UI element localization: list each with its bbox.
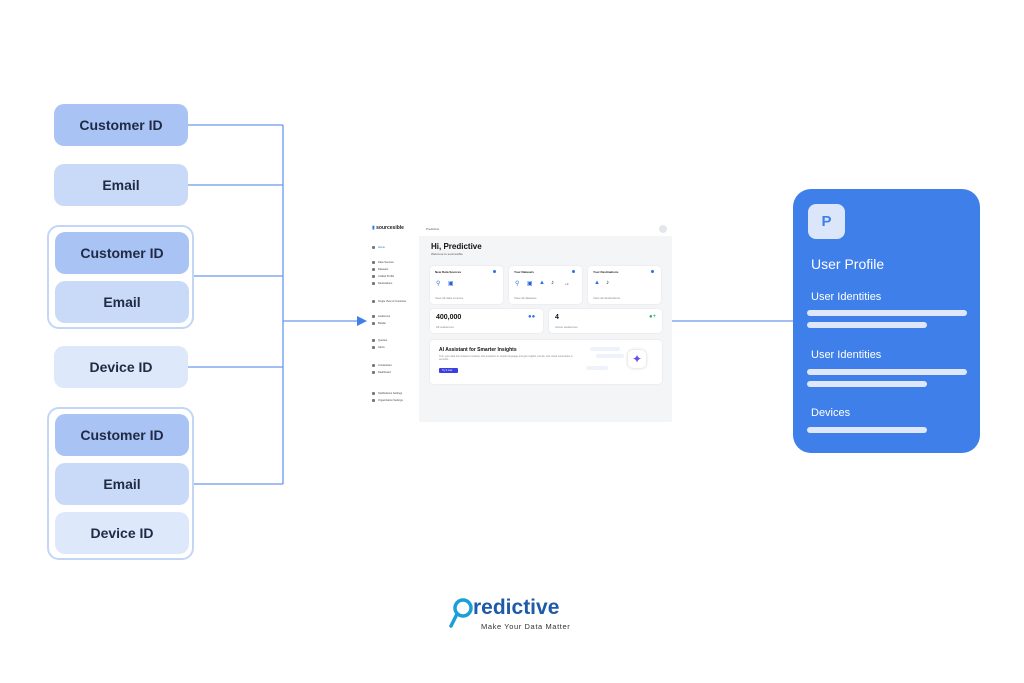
greeting-title: Hi, Predictive bbox=[431, 242, 482, 251]
nav-builder[interactable]: Builder bbox=[372, 322, 386, 325]
card-destinations[interactable]: Your Destinations ▲ ♪ View all destinati… bbox=[588, 266, 661, 304]
stat-active-audiences: 4 Active audiences ●+ bbox=[549, 309, 662, 333]
nav-queries[interactable]: Queries bbox=[372, 339, 387, 342]
try-it-label: Try it now bbox=[442, 369, 453, 372]
card-title: Your Destinations bbox=[593, 270, 619, 274]
chat-bubble-1 bbox=[590, 347, 620, 351]
placeholder-bar bbox=[807, 381, 927, 387]
brand-logo: ▮ sourcesible bbox=[372, 225, 404, 231]
nav-destinations[interactable]: Destinations bbox=[372, 282, 392, 285]
workspace-selector[interactable]: Predictive bbox=[426, 227, 440, 231]
google-ads-icon: ▲ bbox=[539, 280, 545, 286]
stat-label: All audiences bbox=[436, 325, 454, 329]
ai-desc: Turn your data into answers instantly. A… bbox=[439, 355, 573, 361]
device-id-box: Device ID bbox=[54, 346, 188, 388]
logo-tagline: Make Your Data Matter bbox=[481, 622, 571, 631]
try-it-button[interactable]: Try it now bbox=[439, 368, 458, 373]
card-link[interactable]: View all data sources bbox=[435, 296, 464, 300]
stat-value: 4 bbox=[555, 314, 559, 321]
card-datasets[interactable]: Your Datasets ⚲ ▣ ▲ ♪ +3 View all datase… bbox=[509, 266, 582, 304]
card-link[interactable]: View all destinations bbox=[593, 296, 621, 300]
facebook-icon: ▣ bbox=[527, 281, 533, 287]
nav-ai-assistant[interactable]: AI Assistant bbox=[372, 364, 392, 367]
more-count: +3 bbox=[565, 282, 569, 286]
identity-group-2: Customer ID Email Device ID bbox=[47, 407, 194, 560]
profile-avatar: P bbox=[808, 204, 845, 239]
profile-section-identities-1: User Identities bbox=[811, 291, 882, 303]
profile-section-devices: Devices bbox=[811, 407, 851, 419]
email-box: Email bbox=[54, 164, 188, 206]
nav-datasets[interactable]: Datasets bbox=[372, 268, 388, 271]
nav-dashboard[interactable]: Dashboard bbox=[372, 371, 391, 374]
app-screenshot: ▮ sourcesible Home Data Sources Datasets… bbox=[367, 222, 672, 422]
google-ads-icon: ▲ bbox=[594, 280, 600, 286]
nav-single-view[interactable]: Single View of Customer bbox=[372, 300, 406, 303]
identity-group-1: Customer ID Email bbox=[47, 225, 194, 329]
sparkle-icon: ✦ bbox=[628, 350, 646, 368]
user-add-icon: ●+ bbox=[649, 314, 657, 320]
status-dot bbox=[651, 270, 654, 273]
status-dot bbox=[572, 270, 575, 273]
ai-assistant-card: AI Assistant for Smarter Insights Turn y… bbox=[430, 340, 662, 384]
search-icon: ⚲ bbox=[515, 281, 520, 287]
group1-email-box: Email bbox=[55, 281, 189, 323]
stat-value: 400,000 bbox=[436, 314, 462, 321]
group2-email-box: Email bbox=[55, 463, 189, 505]
status-dot bbox=[493, 270, 496, 273]
nav-organization[interactable]: Organization Settings bbox=[372, 399, 403, 402]
stat-label: Active audiences bbox=[555, 325, 578, 329]
chat-bubble-2 bbox=[596, 354, 624, 358]
card-data-sources[interactable]: New Data Sources ⚲ ▣ View all data sourc… bbox=[430, 266, 503, 304]
placeholder-bar bbox=[807, 427, 927, 433]
profile-title: User Profile bbox=[811, 256, 885, 272]
app-topbar: Predictive bbox=[419, 222, 672, 236]
stat-all-audiences: 400,000 All audiences ●● bbox=[430, 309, 543, 333]
group2-device-id-box: Device ID bbox=[55, 512, 189, 554]
nav-unified-profile[interactable]: Unified Profile bbox=[372, 275, 394, 278]
predictive-p-icon bbox=[449, 598, 473, 628]
nav-audiences[interactable]: Audiences bbox=[372, 315, 390, 318]
logo-name: redictive bbox=[473, 596, 560, 619]
placeholder-bar bbox=[807, 369, 967, 375]
group1-customer-id-box: Customer ID bbox=[55, 232, 189, 274]
user-avatar[interactable] bbox=[659, 225, 667, 233]
group2-customer-id-box: Customer ID bbox=[55, 414, 189, 456]
users-icon: ●● bbox=[528, 314, 536, 320]
ai-title: AI Assistant for Smarter Insights bbox=[439, 347, 517, 353]
nav-data-sources[interactable]: Data Sources bbox=[372, 261, 394, 264]
nav-notifications[interactable]: Notifications Settings bbox=[372, 392, 402, 395]
card-title: Your Datasets bbox=[514, 270, 534, 274]
facebook-icon: ▣ bbox=[448, 281, 454, 287]
predictive-logo: redictive Make Your Data Matter bbox=[448, 596, 588, 636]
welcome-text: Welcome to sourcesible bbox=[431, 252, 463, 256]
user-profile-card: P User Profile User Identities User Iden… bbox=[793, 189, 980, 453]
card-title: New Data Sources bbox=[435, 270, 462, 274]
placeholder-bar bbox=[807, 322, 927, 328]
placeholder-bar bbox=[807, 310, 967, 316]
tiktok-icon: ♪ bbox=[606, 280, 609, 286]
tiktok-icon: ♪ bbox=[551, 280, 554, 286]
nav-alerts[interactable]: Alerts bbox=[372, 346, 385, 349]
nav-home[interactable]: Home bbox=[372, 246, 385, 249]
search-icon: ⚲ bbox=[436, 281, 441, 287]
chat-bubble-3 bbox=[586, 366, 608, 370]
profile-section-identities-2: User Identities bbox=[811, 349, 882, 361]
arrow-head-icon bbox=[357, 316, 367, 326]
card-link[interactable]: View all datasets bbox=[514, 296, 537, 300]
customer-id-box: Customer ID bbox=[54, 104, 188, 146]
app-sidebar: ▮ sourcesible Home Data Sources Datasets… bbox=[367, 222, 419, 422]
